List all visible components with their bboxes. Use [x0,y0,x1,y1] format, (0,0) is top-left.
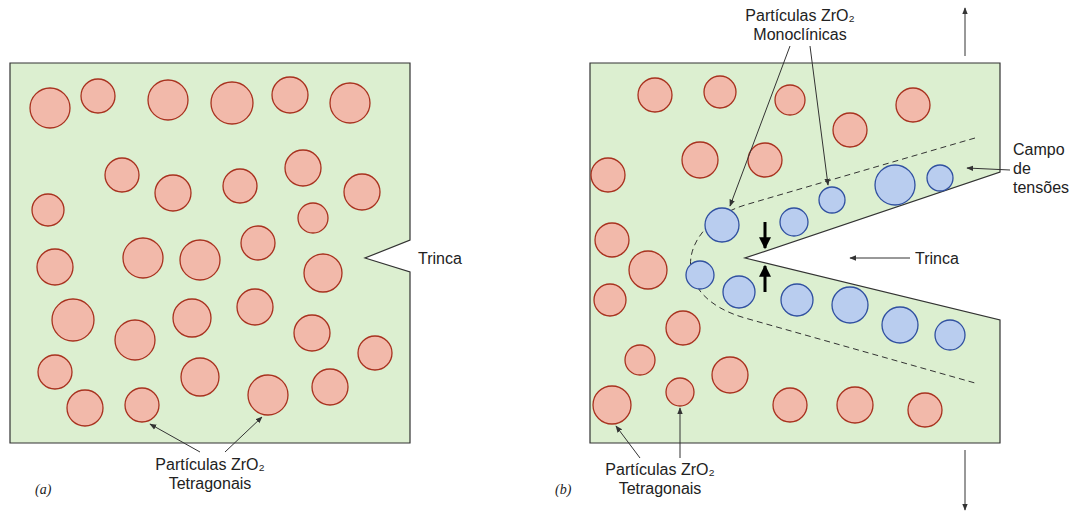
panel-a [10,63,411,452]
particle-label: Partículas ZrO₂ Tetragonais [145,455,275,493]
particle-label: Partículas ZrO₂ Tetragonais [595,460,725,498]
crack-label: Trinca [915,249,975,268]
panel-b [590,8,1010,510]
panel-letter: (a) [35,480,75,499]
crack-label: Trinca [418,249,488,268]
stress-field-label: Campo de tensões [1013,140,1079,197]
panel-letter: (b) [555,480,595,499]
particle-label: Partículas ZrO₂ Monoclínicas [735,6,865,44]
